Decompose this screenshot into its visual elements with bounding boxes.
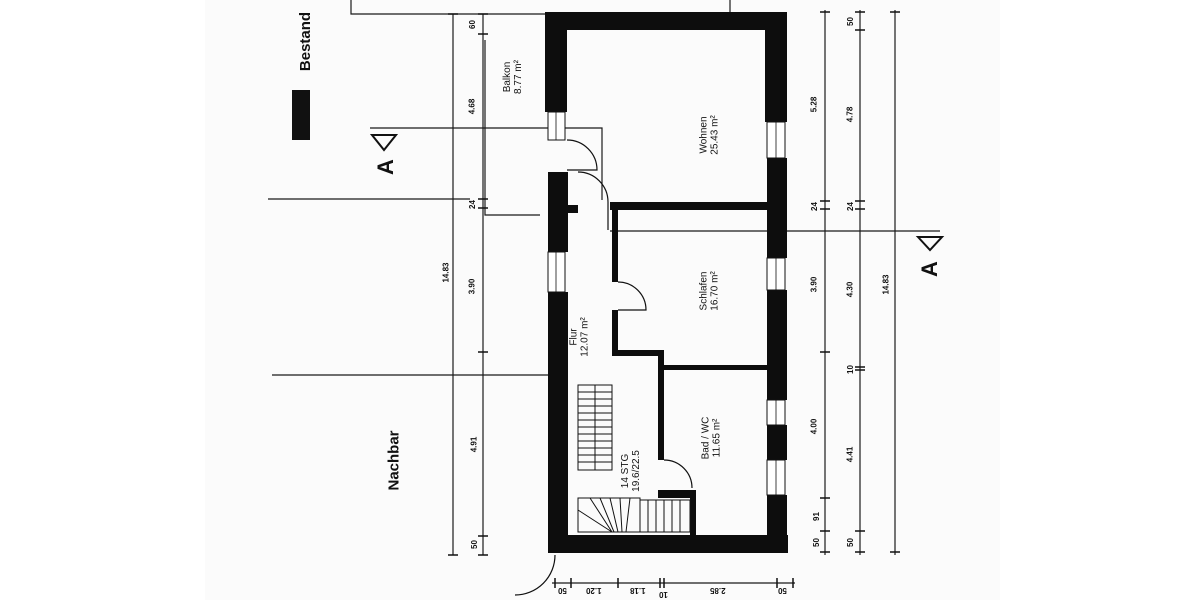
- dim-bottom-1: 50: [558, 586, 567, 595]
- dim-right-inner-5: 91: [811, 512, 821, 521]
- dim-bottom-3: 1.18: [630, 586, 646, 595]
- dim-left-5: 4.91: [469, 436, 479, 453]
- dim-right-inner-2: 24: [809, 202, 819, 211]
- section-marker-left: A: [372, 159, 398, 175]
- legend-label: Bestand: [297, 11, 315, 72]
- dim-left-outer: 14.83: [441, 262, 451, 283]
- dim-left-1: 60: [467, 20, 477, 29]
- legend-swatch: [292, 90, 310, 140]
- dim-right-mid-7: 50: [845, 538, 855, 547]
- dim-right-inner-6: 50: [811, 538, 821, 547]
- dim-right-mid-2: 4.78: [845, 106, 855, 123]
- dim-left-3: 24: [467, 200, 477, 209]
- dim-left-4: 3.90: [467, 278, 477, 295]
- dim-left-2: 4.68: [467, 98, 477, 115]
- dim-bottom-4: 10: [659, 590, 668, 599]
- dim-right-mid-5: 10: [845, 365, 855, 374]
- dim-bottom-5: 2.85: [710, 586, 726, 595]
- dim-right-inner-4: 4.00: [809, 418, 819, 435]
- dim-right-inner-3: 3.90: [809, 276, 819, 293]
- dim-left-6: 50: [469, 540, 479, 549]
- neighbor-label: Nachbar: [385, 430, 403, 491]
- dim-bottom-6: 50: [778, 586, 787, 595]
- dim-right-mid-4: 4.30: [845, 281, 855, 298]
- dim-right-mid-6: 4.41: [845, 446, 855, 463]
- dim-right-mid-1: 50: [845, 17, 855, 26]
- dim-bottom-2: 1.20: [586, 586, 602, 595]
- dim-right-inner-1: 5.28: [809, 96, 819, 113]
- dim-right-mid-3: 24: [845, 202, 855, 211]
- section-marker-right: A: [916, 261, 942, 277]
- drawing-sheet: [205, 0, 1000, 600]
- dim-right-outer: 14.83: [881, 274, 891, 295]
